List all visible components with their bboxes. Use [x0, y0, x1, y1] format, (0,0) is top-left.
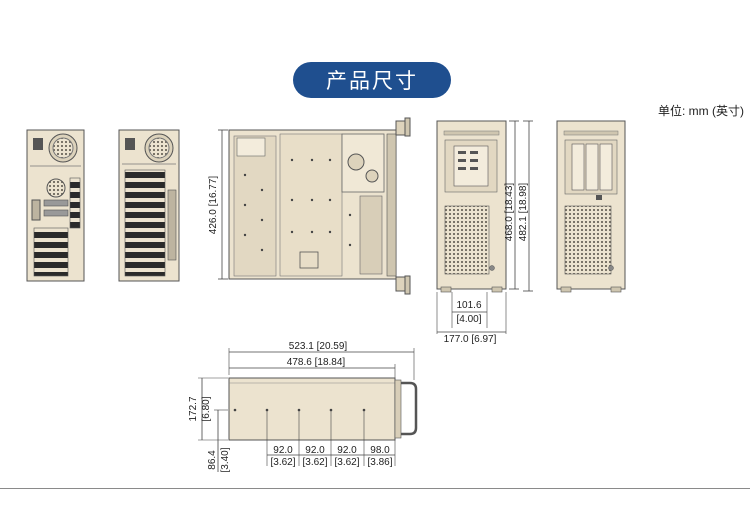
unit-note: 单位: mm (英寸) [658, 104, 744, 118]
section-title: 产品尺寸 [293, 62, 451, 98]
spacing-1-value: 92.0 [273, 445, 293, 456]
front-inner-width-label: 101.6 [456, 300, 481, 311]
spacing-3-value: 92.0 [337, 445, 357, 456]
front-view-closed [556, 120, 626, 293]
front-inner-width-inch: [4.00] [456, 314, 481, 325]
front-inner-height-label: 468.0 [18.43] [504, 183, 515, 242]
front-outer-width-label: 177.0 [6.97] [444, 334, 497, 345]
side-mount-offset-inch: [3.40] [220, 447, 231, 472]
spacing-4-inch: [3.86] [367, 457, 392, 468]
side-height-label: 172.7 [188, 396, 199, 421]
top-view: 426.0 [16.77] [208, 117, 411, 295]
spacing-1-inch: [3.62] [270, 457, 295, 468]
front-outer-height-label: 482.1 [18.98] [518, 183, 529, 242]
side-mount-offset-label: 86.4 [207, 450, 218, 470]
bottom-divider [0, 488, 750, 489]
side-body-length-label: 478.6 [18.84] [287, 357, 346, 368]
spacing-3-inch: [3.62] [334, 457, 359, 468]
rear-panel-view-b [118, 129, 180, 282]
top-view-height-label: 426.0 [16.77] [208, 176, 219, 235]
spacing-4-value: 98.0 [370, 445, 390, 456]
spacing-2-value: 92.0 [305, 445, 325, 456]
spacing-2-inch: [3.62] [302, 457, 327, 468]
side-height-inch: [6.80] [201, 396, 212, 421]
rear-panel-view-a [26, 129, 85, 282]
side-view: 523.1 [20.59] 478.6 [18.84] 172.7 [6.80]… [188, 341, 418, 473]
side-overall-length-label: 523.1 [20.59] [289, 341, 348, 352]
front-view: 468.0 [18.43] 482.1 [18.98] 101.6 [4.00]… [436, 120, 533, 345]
